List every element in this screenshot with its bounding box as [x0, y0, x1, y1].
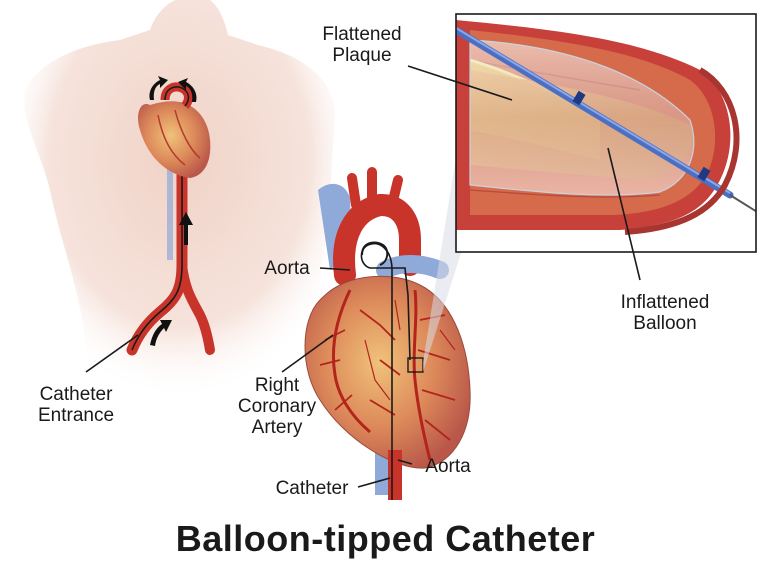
- artery-inset: [456, 14, 770, 252]
- diagram-title: Balloon-tipped Catheter: [0, 518, 771, 560]
- label-catheter-entrance: Catheter Entrance: [22, 384, 130, 426]
- label-catheter: Catheter: [262, 478, 362, 499]
- label-inflattened-balloon: Inflattened Balloon: [610, 292, 720, 334]
- large-heart: [305, 172, 470, 500]
- label-flattened-plaque: Flattened Plaque: [312, 24, 412, 66]
- label-aorta-lower: Aorta: [408, 456, 488, 477]
- label-right-coronary-artery: Right Coronary Artery: [224, 375, 330, 438]
- label-aorta-upper: Aorta: [252, 258, 322, 279]
